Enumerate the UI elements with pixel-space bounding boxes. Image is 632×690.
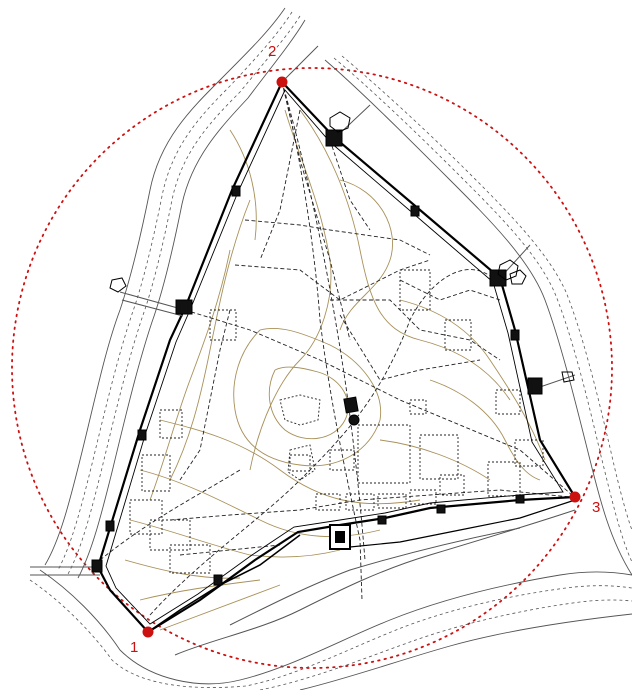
south-road-inner-2: [259, 599, 632, 690]
east-bank-road-inner: [333, 57, 632, 563]
fortress-wall-inner: [105, 89, 564, 625]
bridge-east: [539, 374, 576, 388]
west-bank-road-inner: [57, 11, 293, 571]
contour-lines: [124, 109, 546, 631]
bridge-west: [119, 291, 186, 311]
outer-road-bands: [29, 7, 632, 690]
south-road-edge: [299, 613, 632, 690]
inner-south-track: [174, 509, 576, 656]
east-bank-road: [324, 59, 632, 576]
vertex-markers: [142, 76, 581, 638]
west-bank-road-edge: [77, 19, 306, 579]
vertex-marker-3: [569, 491, 581, 503]
internal-paths: [99, 81, 573, 616]
gate-complex: [329, 524, 351, 550]
building-outlines: [129, 269, 544, 574]
circumscribed-circle: [11, 67, 613, 669]
east-bank-road-inner-2: [341, 55, 632, 531]
inner-south-track-2: [229, 527, 521, 626]
west-bank-road: [44, 7, 286, 566]
fortress-wall: [30, 45, 577, 634]
vertex-marker-2: [276, 76, 288, 88]
vertex-marker-1: [142, 626, 154, 638]
central-keep: [343, 396, 360, 426]
vertex-label-1: 1: [130, 639, 139, 656]
south-road-inner: [29, 579, 632, 688]
wall-towers: [91, 111, 575, 586]
west-bank-road-inner-2: [67, 15, 301, 575]
south-road: [39, 569, 632, 685]
vertex-label-2: 2: [268, 43, 277, 60]
fortress-wall-outer: [96, 80, 577, 634]
vertex-label-3: 3: [592, 499, 601, 516]
